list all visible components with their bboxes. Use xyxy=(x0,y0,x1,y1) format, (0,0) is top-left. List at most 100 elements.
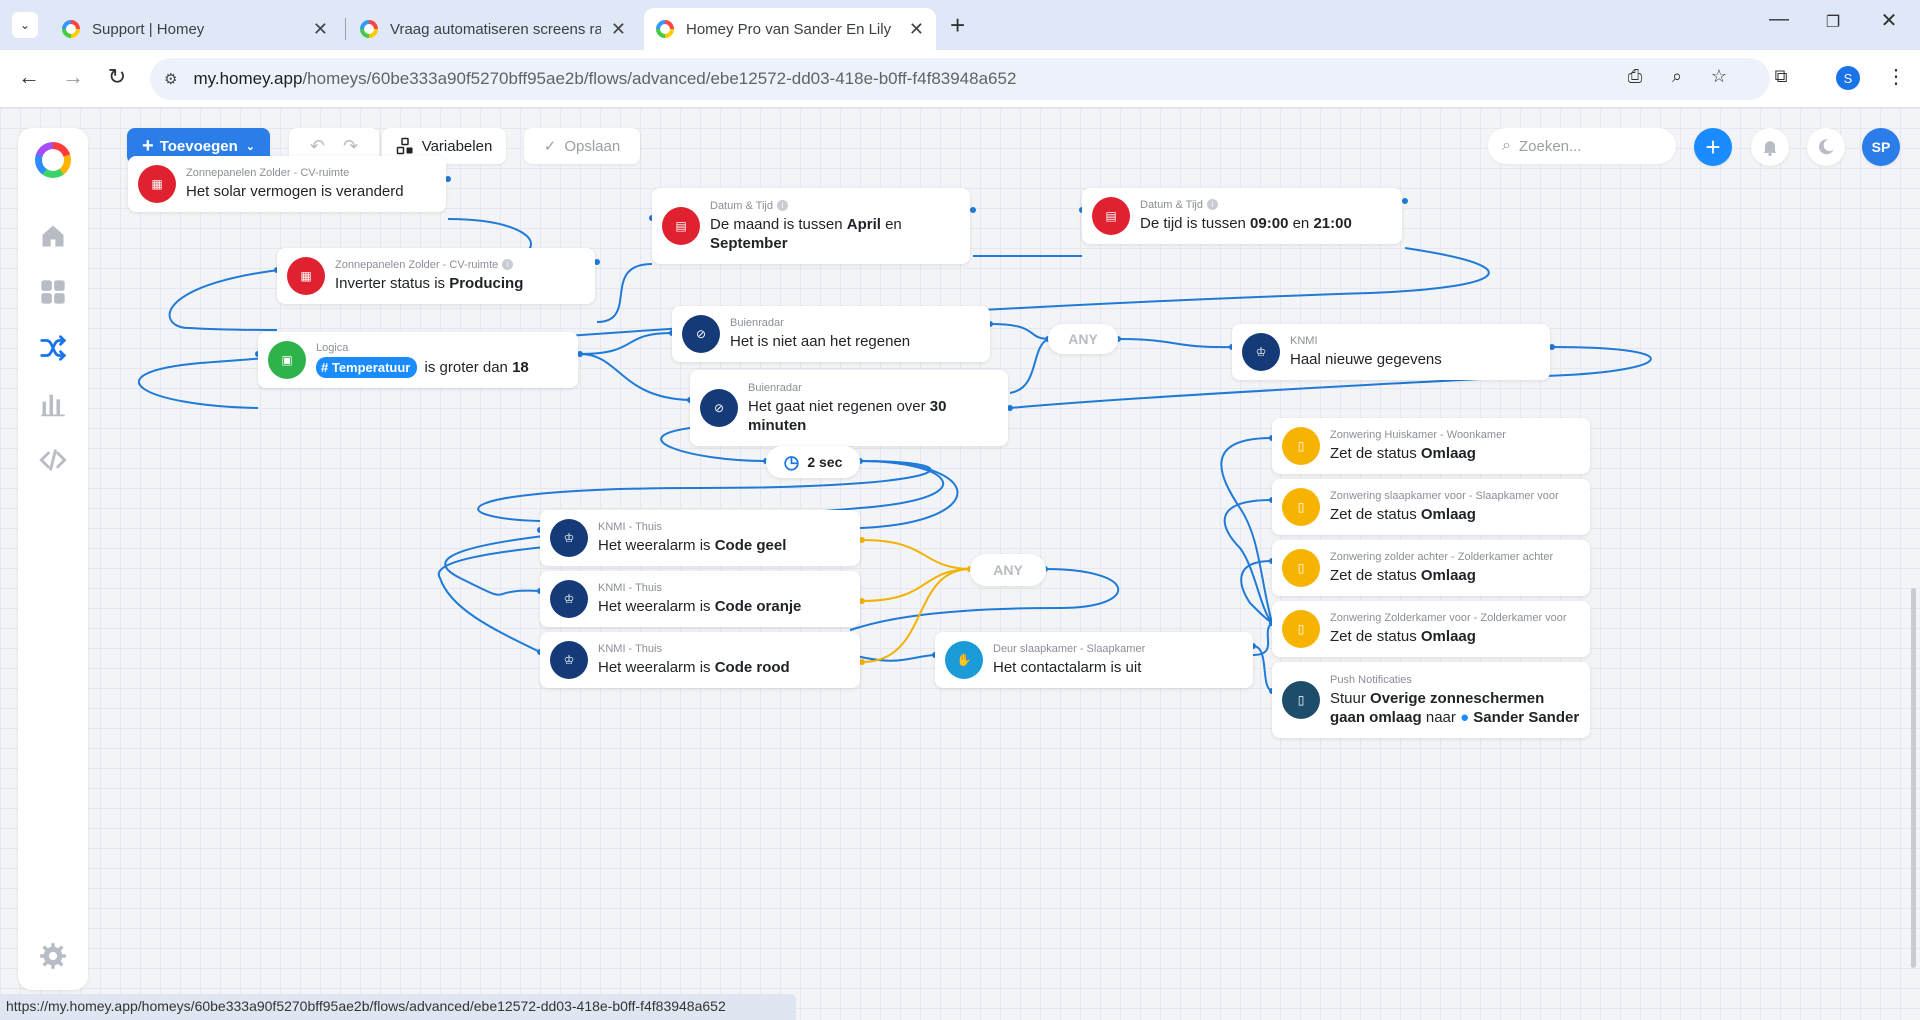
flow-card-alarm-oranje[interactable]: ♔ KNMI - Thuis Het weeralarm is Code ora… xyxy=(540,571,860,627)
info-icon[interactable]: i xyxy=(776,199,788,211)
knmi-icon: ♔ xyxy=(1242,333,1280,371)
flow-card-shade-zolder-voor[interactable]: ▯ Zonwering Zolderkamer voor - Zolderkam… xyxy=(1272,601,1590,657)
zoom-icon[interactable]: ⌕ xyxy=(1671,66,1683,86)
flow-card-alarm-rood[interactable]: ♔ KNMI - Thuis Het weeralarm is Code roo… xyxy=(540,632,860,688)
flow-card-no-rain-30[interactable]: ⊘ Buienradar Het gaat niet regenen over … xyxy=(690,370,1008,446)
card-value[interactable]: 09:00 xyxy=(1250,215,1289,232)
flow-card-solar[interactable]: ▦ Zonnepanelen Zolder - CV-ruimte Het so… xyxy=(128,156,446,212)
card-value[interactable]: Omlaag xyxy=(1420,567,1476,584)
user-avatar[interactable]: SP xyxy=(1862,128,1900,166)
tab-close-icon[interactable]: ✕ xyxy=(908,18,924,39)
canvas-scrollbar[interactable] xyxy=(1911,588,1916,968)
redo-icon[interactable]: ↷ xyxy=(343,135,359,156)
info-icon[interactable]: i xyxy=(502,259,514,270)
card-device: KNMI - Thuis xyxy=(598,582,662,594)
flow-card-shade-slaapkamer[interactable]: ▯ Zonwering slaapkamer voor - Slaapkamer… xyxy=(1272,479,1590,535)
dark-mode-button[interactable] xyxy=(1807,128,1845,166)
flows-shuffle-icon[interactable] xyxy=(35,330,71,366)
card-value[interactable]: Code oranje xyxy=(714,598,802,615)
back-arrow-icon[interactable]: ← xyxy=(18,64,40,89)
flow-card-push[interactable]: ▯ Push Notificaties Stuur Overige zonnes… xyxy=(1272,662,1590,738)
wire xyxy=(849,568,1120,631)
search-input[interactable]: ⌕ Zoeken... xyxy=(1488,128,1676,164)
card-device: Zonwering Huiskamer - Woonkamer xyxy=(1330,429,1506,441)
browser-address-bar: ← → ↻ ⚙ my.homey.app/homeys/60be333a90f5… xyxy=(0,50,1920,108)
card-value[interactable]: Code rood xyxy=(714,659,790,676)
minimize-icon[interactable]: — xyxy=(1769,8,1789,30)
flow-card-knmi-fetch[interactable]: ♔ KNMI Haal nieuwe gegevens xyxy=(1232,324,1550,380)
homey-logo[interactable] xyxy=(35,142,71,178)
tab-homey-pro[interactable]: Homey Pro van Sander En Lily ✕ xyxy=(644,8,936,50)
site-settings-icon[interactable]: ⚙ xyxy=(164,71,178,88)
solar-panel-icon: ▦ xyxy=(287,257,325,295)
flow-card-logic[interactable]: ▣ Logica # Temperatuur is groter dan 18 xyxy=(258,332,578,388)
extensions-puzzle-icon[interactable]: ⧉ xyxy=(1774,66,1788,86)
bookmark-star-icon[interactable]: ☆ xyxy=(1710,66,1728,86)
card-value[interactable]: Omlaag xyxy=(1420,445,1476,462)
code-icon[interactable] xyxy=(35,442,71,478)
card-text: De tijd is tussen 09:00 en 21:00 xyxy=(1140,214,1392,233)
card-value[interactable]: September xyxy=(710,234,788,252)
reload-icon[interactable]: ↻ xyxy=(107,64,127,89)
temperature-tag[interactable]: # Temperatuur xyxy=(316,357,418,378)
any-junction[interactable]: ANY xyxy=(970,554,1046,586)
profile-avatar[interactable]: S xyxy=(1836,66,1860,90)
tab-vraag-automatiseren[interactable]: Vraag automatiseren screens ra ✕ xyxy=(348,8,638,50)
flow-card-shade-huiskamer[interactable]: ▯ Zonwering Huiskamer - Woonkamer Zet de… xyxy=(1272,418,1590,474)
card-value[interactable]: 30 minuten xyxy=(748,397,947,434)
flow-card-not-raining[interactable]: ⊘ Buienradar Het is niet aan het regenen xyxy=(672,306,990,362)
window-shade-icon: ▯ xyxy=(1282,488,1320,526)
flow-card-door[interactable]: ✋ Deur slaapkamer - Slaapkamer Het conta… xyxy=(935,632,1253,688)
info-icon[interactable]: i xyxy=(1206,199,1218,210)
phone-icon: ▯ xyxy=(1282,681,1320,719)
new-flow-button[interactable]: + xyxy=(1694,128,1732,166)
notifications-button[interactable] xyxy=(1751,128,1789,166)
any-junction[interactable]: ANY xyxy=(1048,324,1118,354)
card-text-part: Zet de status xyxy=(1330,445,1421,462)
new-tab-plus-icon[interactable]: + xyxy=(950,10,966,40)
url-omnibox[interactable]: ⚙ my.homey.app/homeys/60be333a90f5270bff… xyxy=(150,58,1770,100)
undo-icon[interactable]: ↶ xyxy=(309,135,325,156)
card-user[interactable]: Sander Sander xyxy=(1473,708,1580,726)
tab-close-icon[interactable]: ✕ xyxy=(312,18,328,39)
search-icon: ⌕ xyxy=(1502,137,1511,154)
moon-icon xyxy=(1819,139,1834,155)
card-value[interactable]: April xyxy=(846,215,881,233)
save-button[interactable]: ✓ Opslaan xyxy=(524,128,640,164)
card-text-part: naar xyxy=(1421,708,1461,726)
flow-editor-canvas[interactable]: + Toevoegen ⌄ ↶ ↷ Variabelen ✓ Opslaan ⌕… xyxy=(0,108,1920,1020)
browser-menu-icon[interactable]: ⋮ xyxy=(1886,66,1906,88)
card-value[interactable]: 21:00 xyxy=(1313,215,1352,232)
card-value[interactable]: 18 xyxy=(512,359,529,376)
tab-support-homey[interactable]: Support | Homey ✕ xyxy=(50,8,340,50)
forward-arrow-icon[interactable]: → xyxy=(62,64,84,89)
wire xyxy=(1117,338,1233,349)
settings-gear-icon[interactable] xyxy=(35,938,71,974)
card-text: Het weeralarm is Code rood xyxy=(598,658,850,677)
tab-search-dropdown[interactable]: ⌄ xyxy=(12,12,38,38)
card-device-text: Datum & Tijd xyxy=(710,199,773,212)
card-value[interactable]: Code geel xyxy=(714,537,787,554)
wire-alt xyxy=(861,568,971,663)
connector-dot-alt xyxy=(859,659,865,665)
flow-card-shade-zolder-achter[interactable]: ▯ Zonwering zolder achter - Zolderkamer … xyxy=(1272,540,1590,596)
insights-chart-icon[interactable] xyxy=(35,386,71,422)
card-value[interactable]: Overige zonneschermen gaan omlaag xyxy=(1330,689,1545,726)
card-text: Zet de status Omlaag xyxy=(1330,566,1580,585)
tag-label: Temperatuur xyxy=(331,360,411,375)
card-value[interactable]: Omlaag xyxy=(1420,628,1476,645)
flow-card-alarm-geel[interactable]: ♔ KNMI - Thuis Het weeralarm is Code gee… xyxy=(540,510,860,566)
delay-card[interactable]: ◷ 2 sec xyxy=(766,446,860,478)
devices-grid-icon[interactable] xyxy=(35,274,71,310)
plus-icon: + xyxy=(142,134,154,157)
card-value[interactable]: Producing xyxy=(449,275,524,292)
window-close-icon[interactable]: ✕ xyxy=(1880,10,1898,32)
install-app-icon[interactable]: ⎙ xyxy=(1627,66,1643,86)
home-icon[interactable] xyxy=(35,218,71,254)
card-value[interactable]: Omlaag xyxy=(1420,506,1476,523)
restore-icon[interactable]: ❐ xyxy=(1825,14,1841,31)
tab-close-icon[interactable]: ✕ xyxy=(610,18,626,39)
